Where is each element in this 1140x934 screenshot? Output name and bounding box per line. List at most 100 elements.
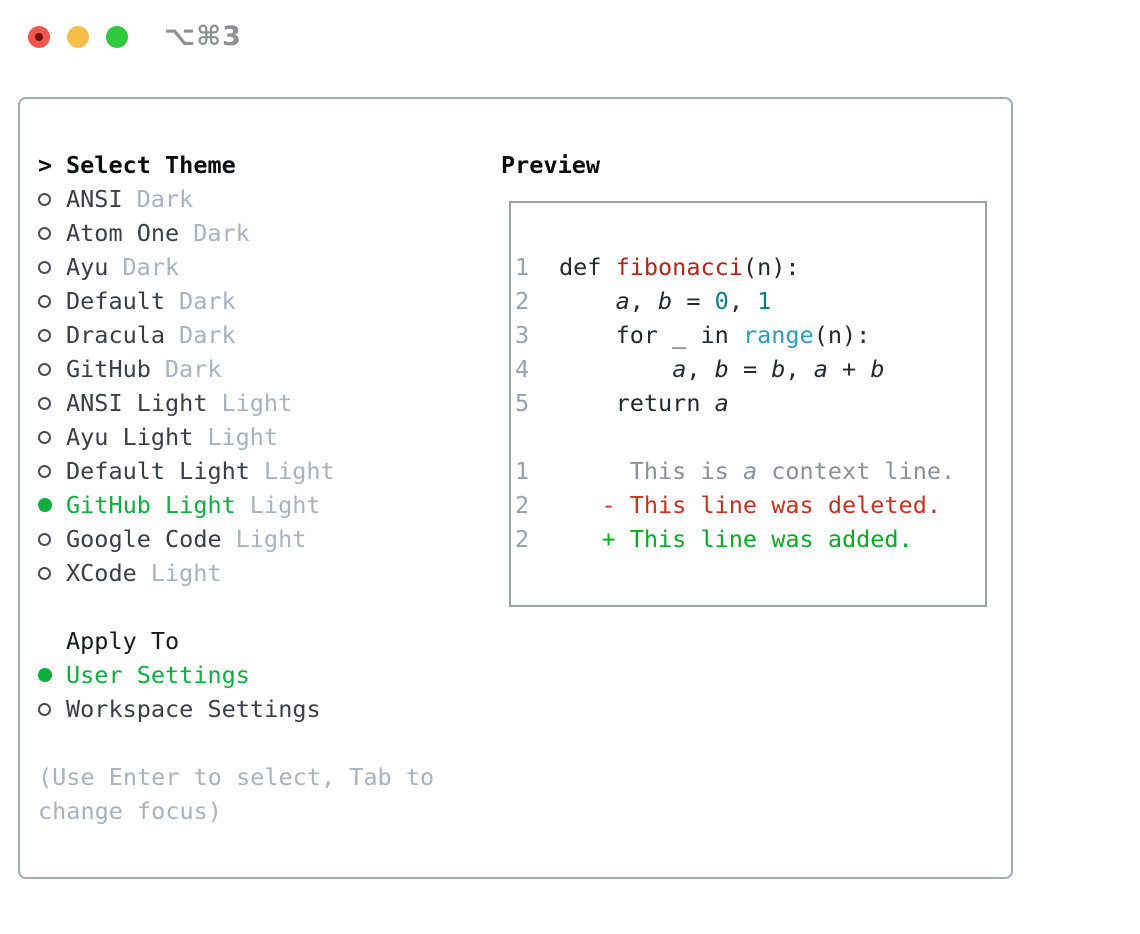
- apply-option-label: Workspace Settings: [66, 695, 321, 723]
- code-token: return: [559, 389, 715, 417]
- code-line: 2 a, b = 0, 1: [515, 284, 985, 318]
- close-button[interactable]: [28, 26, 50, 48]
- code-token: a: [742, 457, 758, 485]
- apply-to-title: Apply To: [66, 627, 180, 655]
- close-dot-icon: [35, 33, 43, 41]
- radio-icon: [38, 328, 66, 342]
- radio-circle: [38, 294, 51, 308]
- theme-option-label: Ayu Light: [66, 423, 194, 451]
- theme-option[interactable]: Ayu Light Light: [38, 420, 335, 454]
- window-shortcut-label: ⌥⌘3: [164, 21, 242, 52]
- radio-circle: [38, 192, 51, 206]
- line-number: 5: [515, 389, 530, 417]
- theme-variant: Light: [249, 491, 321, 519]
- radio-circle: [38, 498, 52, 512]
- radio-icon: [38, 226, 66, 240]
- line-number: [515, 420, 559, 454]
- code-token: context line.: [757, 457, 956, 485]
- code-token: =: [672, 287, 715, 315]
- theme-variant: Dark: [122, 253, 180, 281]
- zoom-button[interactable]: [106, 26, 128, 48]
- theme-option-label: GitHub: [66, 355, 151, 383]
- theme-option[interactable]: Atom One Dark: [38, 216, 335, 250]
- code-token: (n):: [742, 253, 800, 281]
- code-token: [559, 284, 616, 318]
- code-token: def: [559, 253, 616, 281]
- theme-option-label: Atom One: [66, 219, 180, 247]
- code-token: a: [672, 355, 687, 383]
- minimize-button[interactable]: [67, 26, 89, 48]
- radio-selected-icon: [38, 668, 66, 682]
- theme-option-label: Default: [66, 287, 166, 315]
- code-token: 1: [757, 287, 772, 315]
- select-theme-title: Select Theme: [66, 151, 236, 179]
- radio-circle: [38, 464, 51, 478]
- code-token: +: [827, 355, 871, 383]
- line-number: 4: [515, 355, 530, 383]
- theme-option[interactable]: XCode Light: [38, 556, 335, 590]
- code-token: a: [813, 355, 828, 383]
- code-token: b: [714, 355, 729, 383]
- line-number: 1: [515, 457, 530, 485]
- theme-variant: Light: [207, 423, 279, 451]
- code-token: fibonacci: [615, 253, 743, 281]
- hint-text: (Use Enter to select, Tab to change focu…: [38, 763, 435, 825]
- code-token: ,: [785, 355, 814, 383]
- code-token: for _ in: [559, 321, 743, 349]
- radio-icon: [38, 362, 66, 376]
- theme-option-label: ANSI: [66, 185, 123, 213]
- radio-icon: [38, 430, 66, 444]
- code-token: (n):: [813, 321, 871, 349]
- radio-icon: [38, 294, 66, 308]
- apply-option[interactable]: User Settings: [38, 658, 321, 692]
- radio-icon: [38, 192, 66, 206]
- added-line: 2 + This line was added.: [515, 522, 985, 556]
- radio-icon: [38, 566, 66, 580]
- focus-caret-icon: >: [38, 151, 53, 179]
- theme-option[interactable]: Ayu Dark: [38, 250, 335, 284]
- code-line: 3 for _ in range(n):: [515, 318, 985, 352]
- radio-circle: [38, 532, 51, 546]
- radio-circle: [38, 226, 51, 240]
- theme-variant: Light: [263, 457, 335, 485]
- theme-option[interactable]: GitHub Light Light: [38, 488, 335, 522]
- radio-circle: [38, 396, 51, 410]
- radio-selected-icon: [38, 498, 66, 512]
- theme-variant: Light: [235, 525, 307, 553]
- code-token: range: [742, 321, 814, 349]
- radio-circle: [38, 362, 51, 376]
- theme-option-label: Ayu: [66, 253, 109, 281]
- line-number: 2: [515, 287, 530, 315]
- theme-variant: Dark: [179, 321, 236, 349]
- radio-circle: [38, 702, 51, 716]
- context-line: 1 This is a context line.: [515, 454, 985, 488]
- theme-option-label: GitHub Light: [66, 491, 236, 519]
- radio-icon: [38, 532, 66, 546]
- blank-line: [515, 420, 985, 454]
- code-token: ,: [629, 287, 659, 315]
- theme-variant: Dark: [193, 219, 250, 247]
- code-token: b: [771, 355, 786, 383]
- apply-option-label: User Settings: [66, 661, 250, 689]
- theme-variant: Light: [150, 559, 222, 587]
- apply-option[interactable]: Workspace Settings: [38, 692, 321, 726]
- theme-option-label: Google Code: [66, 525, 222, 553]
- code-line: 5 return a: [515, 386, 985, 420]
- radio-circle: [38, 260, 51, 274]
- line-number: 2: [515, 525, 530, 553]
- line-number: 1: [515, 253, 530, 281]
- theme-option-label: XCode: [66, 559, 137, 587]
- theme-option[interactable]: Google Code Light: [38, 522, 335, 556]
- code-token: =: [728, 355, 772, 383]
- line-number: 2: [515, 491, 530, 519]
- preview-title: Preview: [501, 151, 601, 179]
